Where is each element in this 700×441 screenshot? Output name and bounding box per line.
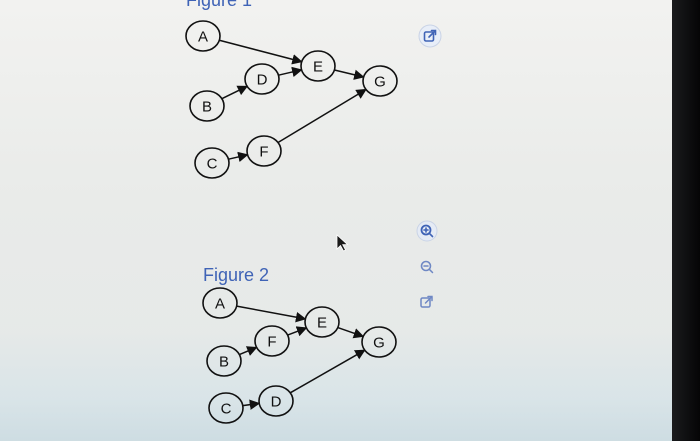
fig1-node-E: E: [300, 50, 336, 82]
fig1-node-label-A: A: [198, 29, 208, 46]
fig2-node-label-D: D: [271, 394, 282, 411]
fig2-node-D: D: [258, 385, 294, 417]
fig1-edge-B-D: [221, 85, 249, 100]
screen-moire-band: [0, 330, 700, 441]
fig1-node-G: G: [362, 65, 398, 97]
fig2-edge-C-D: [242, 399, 261, 410]
fig2-edge-B-F: [239, 346, 258, 356]
fig1-edge-F-G: [277, 88, 367, 144]
figure-1-open-external-icon[interactable]: [418, 24, 442, 53]
figure-2-title: Figure 2: [203, 265, 270, 285]
fig1-node-label-E: E: [313, 59, 323, 76]
zoom-in-icon[interactable]: [416, 220, 438, 247]
fig2-node-E: E: [304, 306, 340, 338]
fig2-edge-D-G: [289, 349, 366, 394]
fig1-node-label-F: F: [259, 144, 268, 161]
fig1-node-label-G: G: [374, 74, 386, 91]
fig1-node-D: D: [244, 63, 280, 95]
fig2-node-label-A: A: [215, 296, 225, 313]
fig2-node-label-B: B: [219, 354, 229, 371]
figure-2-open-external-icon[interactable]: [417, 292, 437, 317]
fig2-edge-F-E: [287, 326, 308, 337]
fig1-edge-C-F: [228, 151, 249, 163]
fig1-node-label-B: B: [202, 99, 212, 116]
fig1-node-B: B: [189, 90, 225, 122]
fig1-edge-E-G: [334, 69, 365, 80]
mouse-pointer-icon: [336, 234, 350, 257]
fig1-node-A: A: [185, 20, 221, 52]
fig1-node-C: C: [194, 147, 230, 179]
fig2-edge-E-G: [337, 326, 365, 339]
fig2-node-A: A: [202, 287, 238, 319]
figure-1-title: Figure 1: [186, 0, 253, 10]
fig2-node-label-C: C: [221, 401, 232, 418]
fig2-node-B: B: [206, 345, 242, 377]
fig1-node-label-D: D: [257, 72, 268, 89]
fig2-node-G: G: [361, 326, 397, 358]
fig1-node-label-C: C: [207, 156, 218, 173]
zoom-out-icon[interactable]: [417, 257, 437, 282]
monitor-bezel: [672, 0, 700, 441]
fig2-node-label-G: G: [373, 335, 385, 352]
fig2-node-label-E: E: [317, 315, 327, 332]
fig2-node-F: F: [254, 325, 290, 357]
fig1-edge-D-E: [278, 66, 303, 78]
fig2-edge-A-E: [236, 305, 307, 323]
fig2-node-C: C: [208, 392, 244, 424]
fig1-edge-A-E: [219, 39, 303, 65]
fig2-node-label-F: F: [267, 334, 276, 351]
fig1-node-F: F: [246, 135, 282, 167]
